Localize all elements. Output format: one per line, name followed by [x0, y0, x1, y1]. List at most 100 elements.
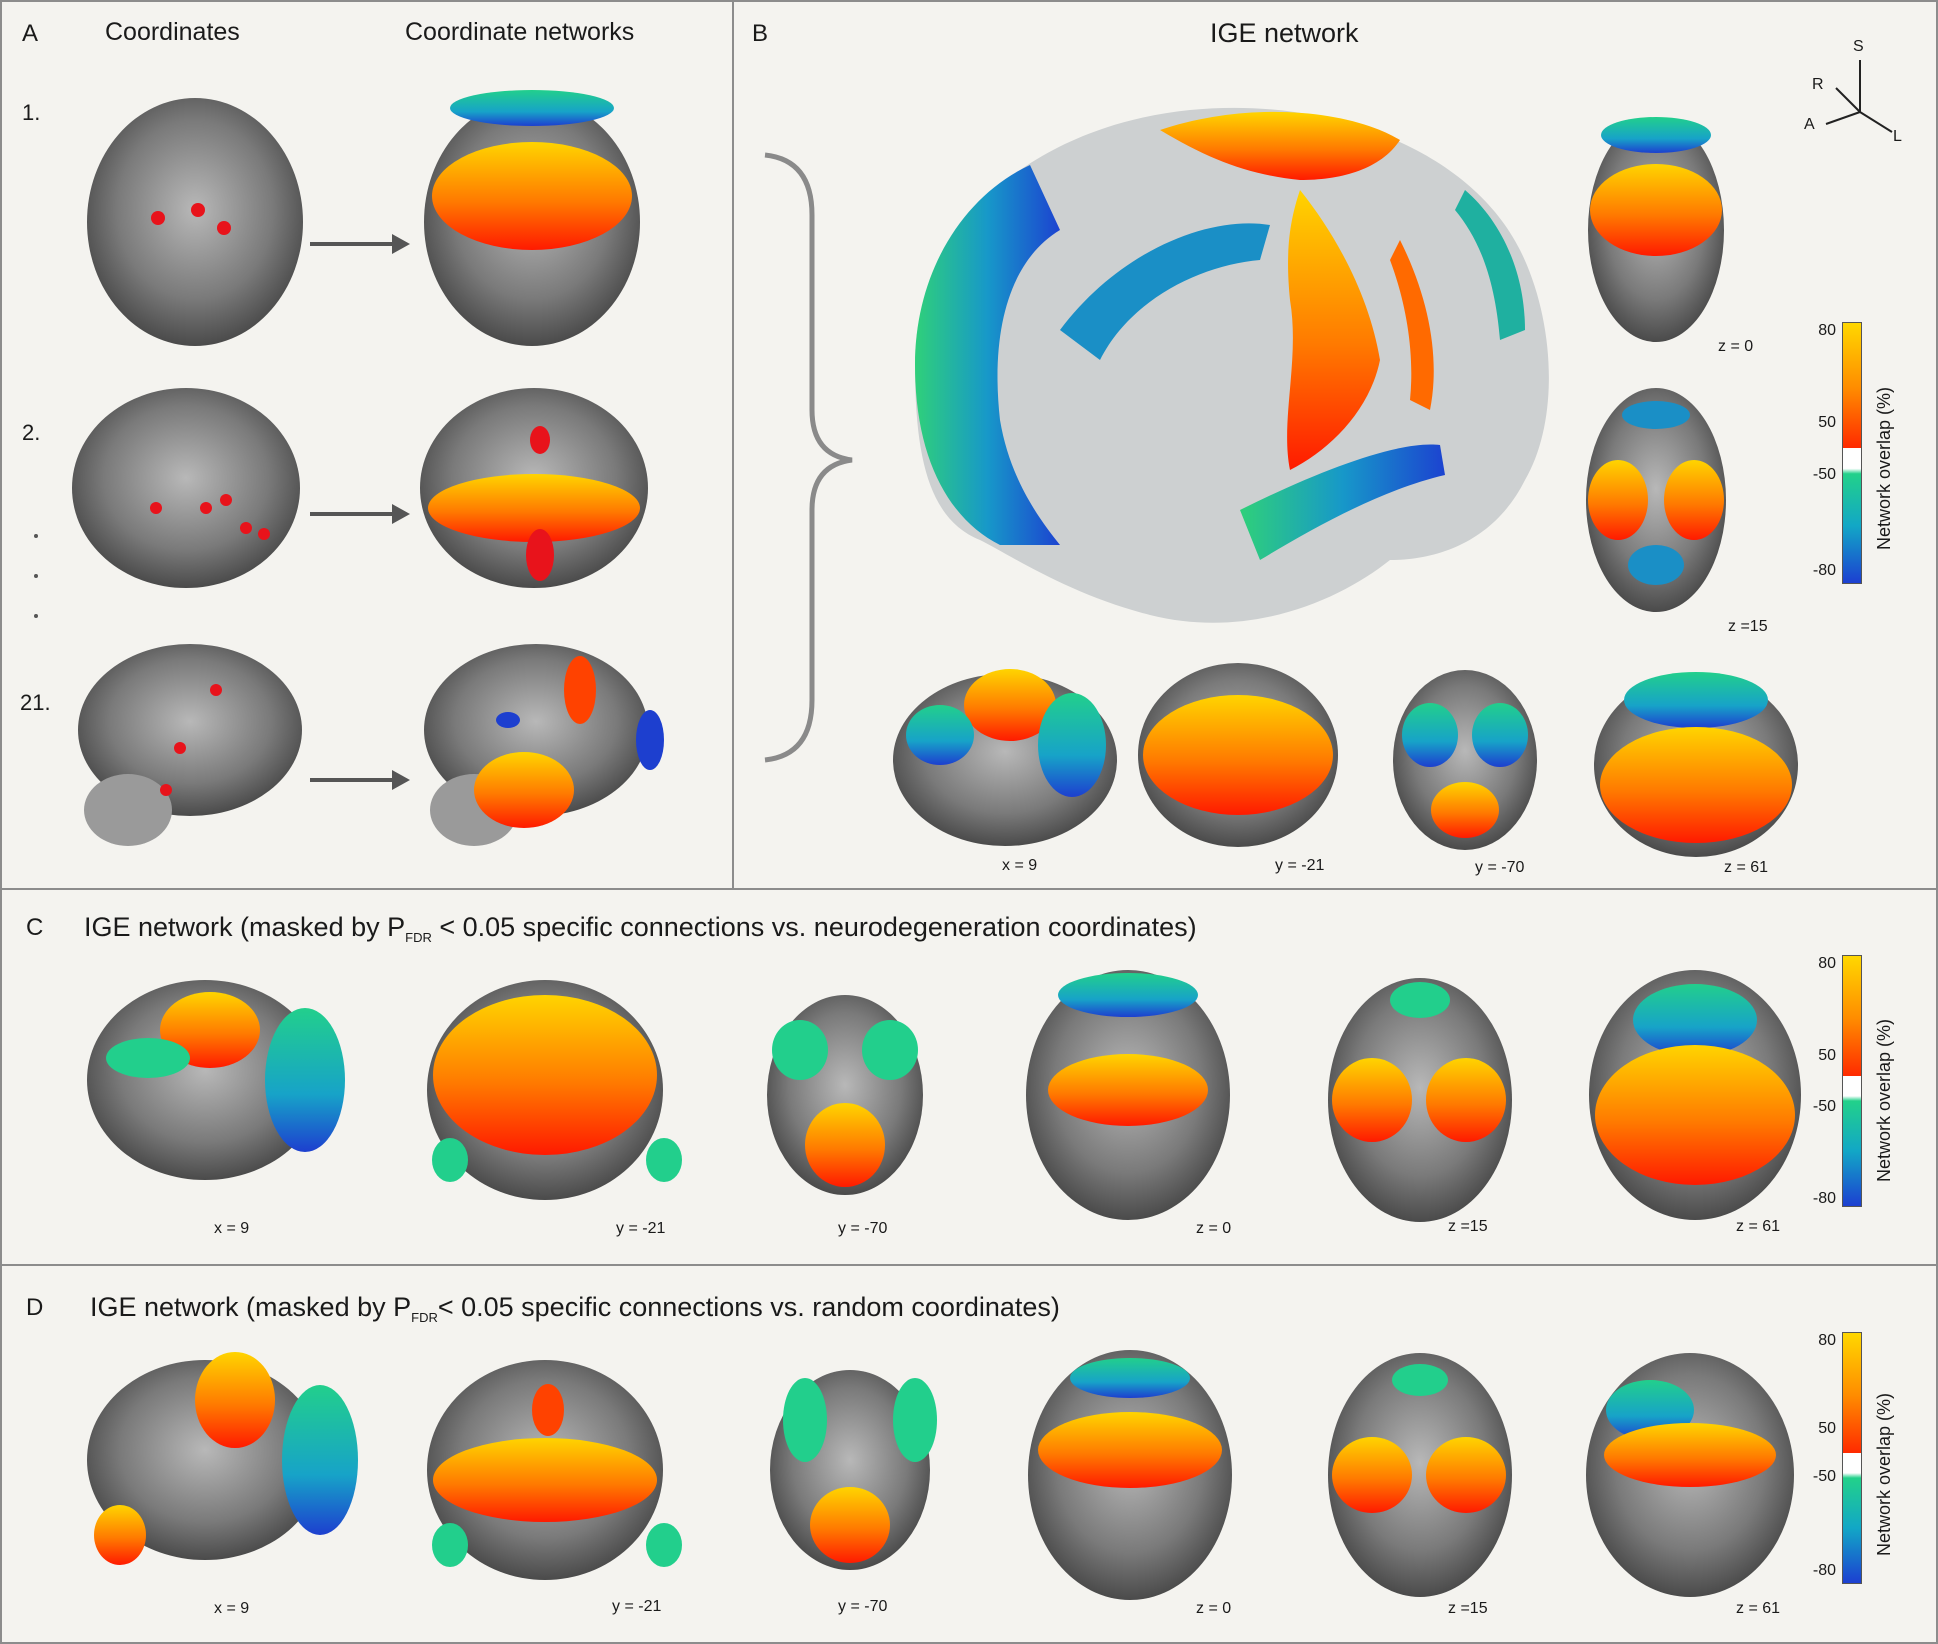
- colorbar-tick: 50: [1818, 1047, 1836, 1064]
- panel-b-letter: B: [752, 20, 769, 47]
- ellipsis-dot: [34, 614, 38, 618]
- brain-slice: [72, 388, 300, 588]
- network-negative: [906, 705, 974, 765]
- ellipsis-dot: [34, 574, 38, 578]
- slice-label: y = -21: [616, 1220, 666, 1237]
- brain-slice: [87, 980, 323, 1180]
- axis-label-l: L: [1893, 128, 1902, 145]
- arrowhead: [392, 770, 410, 790]
- slice-label: y = -70: [1475, 859, 1525, 876]
- network-positive: [1332, 1437, 1412, 1513]
- panel-c-title: IGE network (masked by PFDR < 0.05 speci…: [84, 912, 1197, 945]
- coordinate-dot: [150, 502, 162, 514]
- network-positive: [428, 474, 640, 542]
- network-negative: [1402, 703, 1458, 767]
- panel-d-letter: D: [26, 1294, 44, 1321]
- network-negative: [783, 1378, 827, 1462]
- axis-label-s: S: [1853, 38, 1864, 55]
- brace: [764, 152, 853, 763]
- network-positive: [474, 752, 574, 828]
- slice-label: z = 61: [1724, 859, 1769, 876]
- network-negative: [1390, 982, 1450, 1018]
- surface-negative: [915, 165, 1060, 545]
- network-positive: [1143, 695, 1333, 815]
- network-positive: [1038, 1412, 1222, 1488]
- network-positive: [530, 426, 550, 454]
- colorbar-label: Network overlap (%): [1874, 1018, 1894, 1182]
- slice-label: x = 9: [1002, 857, 1038, 874]
- colorbar-tick: 50: [1818, 414, 1836, 431]
- network-positive: [810, 1487, 890, 1563]
- slice-label: y = -70: [838, 1598, 888, 1615]
- coordinates-heading: Coordinates: [105, 18, 240, 46]
- colorbar-label: Network overlap (%): [1874, 1392, 1894, 1556]
- colorbar-tick: -50: [1812, 466, 1836, 483]
- coordinate-dot: [240, 522, 252, 534]
- slice-label: z =15: [1448, 1218, 1488, 1235]
- coordinate-dot: [174, 742, 186, 754]
- network-negative: [106, 1038, 190, 1078]
- network-positive: [532, 1384, 564, 1436]
- colorbar: [1842, 322, 1862, 584]
- axis-label-r: R: [1812, 76, 1824, 93]
- panel-c-letter: C: [26, 914, 44, 941]
- brain-slice: [78, 644, 302, 816]
- network-negative: [496, 712, 520, 728]
- ellipsis-dot: [34, 534, 38, 538]
- slice-label: y = -70: [838, 1220, 888, 1237]
- colorbar-tick: 80: [1818, 955, 1836, 972]
- panel-a-letter: A: [22, 20, 39, 47]
- network-negative: [893, 1378, 937, 1462]
- network-negative: [1624, 672, 1768, 728]
- coordinate-dot: [191, 203, 205, 217]
- coordinate-dot: [160, 784, 172, 796]
- colorbar: [1842, 1332, 1862, 1584]
- colorbar-tick: 80: [1818, 322, 1836, 339]
- network-positive: [1595, 1045, 1795, 1185]
- network-negative: [646, 1523, 682, 1567]
- colorbar-label: Network overlap (%): [1874, 386, 1894, 550]
- network-positive: [432, 142, 632, 250]
- colorbar-tick: 50: [1818, 1420, 1836, 1437]
- slice-label: x = 9: [214, 1220, 250, 1237]
- network-negative: [432, 1523, 468, 1567]
- colorbar-tick: -50: [1812, 1098, 1836, 1115]
- network-positive: [1600, 727, 1792, 843]
- network-negative: [1622, 401, 1690, 429]
- colorbar-tick: -80: [1812, 1190, 1836, 1207]
- network-positive: [526, 529, 554, 581]
- slice-label: z = 0: [1196, 1220, 1232, 1237]
- arrowhead: [392, 504, 410, 524]
- cerebellum: [84, 774, 172, 846]
- network-negative: [1633, 984, 1757, 1056]
- network-negative: [432, 1138, 468, 1182]
- surface-positive: [1390, 240, 1434, 410]
- surface-negative: [1455, 190, 1525, 340]
- network-negative: [265, 1008, 345, 1152]
- panel-b-title: IGE network: [1210, 18, 1359, 48]
- network-negative: [772, 1020, 828, 1080]
- axis-label-a: A: [1804, 116, 1815, 133]
- surface-negative: [1060, 223, 1270, 360]
- network-negative: [636, 710, 664, 770]
- network-negative: [282, 1385, 358, 1535]
- network-negative: [862, 1020, 918, 1080]
- slice-label: y = -21: [612, 1598, 662, 1615]
- colorbar-tick: -80: [1812, 1562, 1836, 1579]
- network-positive: [564, 656, 596, 724]
- surface-positive: [1287, 190, 1380, 470]
- coordinate-dot: [151, 211, 165, 225]
- network-positive: [1664, 460, 1724, 540]
- network-positive: [94, 1505, 146, 1565]
- surface-negative: [1240, 444, 1445, 560]
- slice-label: z =15: [1448, 1600, 1488, 1617]
- coordinate-dot: [217, 221, 231, 235]
- network-positive: [433, 1438, 657, 1522]
- colorbar-tick: -80: [1812, 562, 1836, 579]
- network-positive: [1426, 1437, 1506, 1513]
- network-positive: [1590, 164, 1722, 256]
- brain-slice: [1328, 1353, 1512, 1597]
- orientation-axes: [1825, 60, 1893, 133]
- colorbar-tick: -50: [1812, 1468, 1836, 1485]
